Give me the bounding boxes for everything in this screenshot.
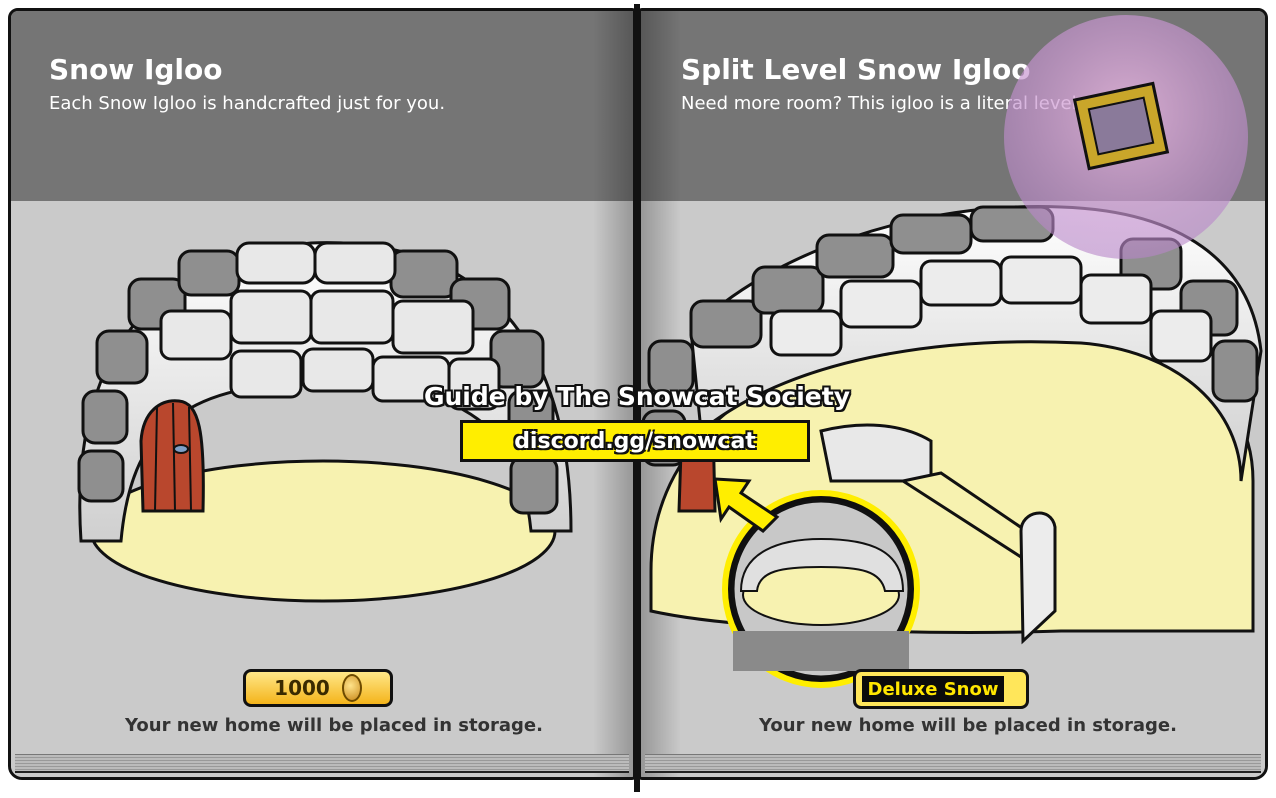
item-description: Need more room? This igloo is a literal …: [681, 93, 1113, 114]
coin-icon: [341, 674, 362, 702]
storage-note: Your new home will be placed in storage.: [125, 715, 543, 736]
spine-shadow: [593, 11, 633, 777]
left-page: Snow Igloo Each Snow Igloo is handcrafte…: [8, 8, 636, 780]
item-title: Split Level Snow Igloo: [681, 53, 1031, 86]
page-edges: [645, 754, 1261, 773]
discord-link[interactable]: discord.gg/snowcat: [460, 420, 810, 462]
item-title: Snow Igloo: [49, 53, 223, 86]
book-spine: [634, 4, 640, 792]
storage-note: Your new home will be placed in storage.: [759, 715, 1177, 736]
arrow-pointer-icon: [713, 477, 780, 533]
guide-credit: Guide by The Snowcat Society: [423, 382, 851, 411]
snow-igloo-image[interactable]: [11, 11, 636, 780]
price-button[interactable]: 1000: [243, 669, 393, 707]
deluxe-snow-badge[interactable]: Deluxe Snow: [853, 669, 1029, 709]
deluxe-snow-label: Deluxe Snow: [862, 676, 1004, 702]
price-value: 1000: [274, 676, 330, 700]
left-page-header: [11, 11, 633, 201]
item-description: Each Snow Igloo is handcrafted just for …: [49, 93, 446, 114]
page-edges: [15, 754, 629, 773]
